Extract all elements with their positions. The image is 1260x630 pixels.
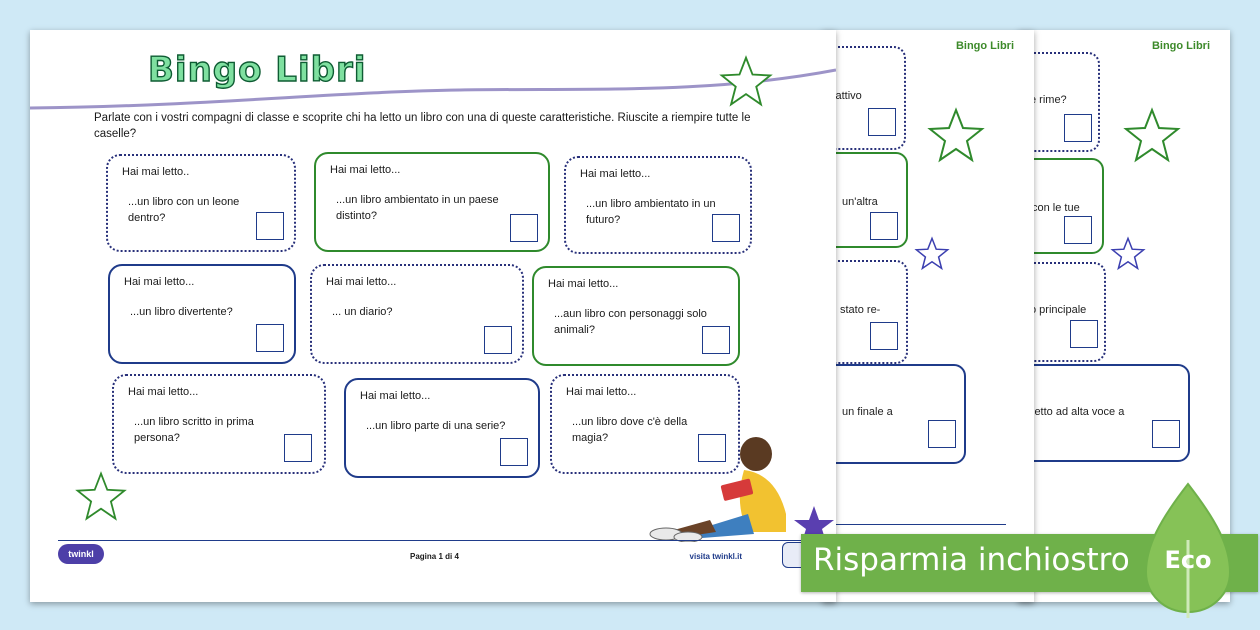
card-text: cattivo xyxy=(830,90,862,102)
page-number: Pagina 1 di 4 xyxy=(410,552,459,561)
card-question: Hai mai letto... xyxy=(548,278,619,290)
card-text: ...un libro dove c'è della magia? xyxy=(572,416,688,444)
eco-banner-text: Risparmia inchiostro xyxy=(813,542,1130,578)
star-icon xyxy=(719,55,773,107)
star-icon xyxy=(914,236,950,271)
bingo-card: un'altra xyxy=(822,152,908,248)
card-question: Hai mai letto... xyxy=(360,390,431,402)
checkbox[interactable] xyxy=(500,438,528,466)
checkbox[interactable] xyxy=(1152,420,1180,448)
footer-divider xyxy=(822,524,1006,525)
bingo-card: Hai mai letto... ...un libro ambientato … xyxy=(314,152,550,252)
checkbox[interactable] xyxy=(870,212,898,240)
footer-divider xyxy=(58,540,808,541)
leaf-icon xyxy=(1144,482,1232,618)
card-question: Hai mai letto... xyxy=(566,386,637,398)
card-question: Hai mai letto... xyxy=(326,276,397,288)
bingo-card: Hai mai letto... ...un libro ambientato … xyxy=(564,156,752,254)
card-question: Hai mai letto.. xyxy=(122,166,190,178)
card-question: Hai mai letto... xyxy=(128,386,199,398)
checkbox[interactable] xyxy=(484,326,512,354)
star-icon xyxy=(927,107,985,163)
checkbox[interactable] xyxy=(256,324,284,352)
checkbox[interactable] xyxy=(1064,216,1092,244)
eco-label: Eco xyxy=(1164,546,1212,574)
card-question: Hai mai letto... xyxy=(580,168,651,180)
bingo-card: Hai mai letto... ...un libro divertente? xyxy=(108,264,296,364)
checkbox[interactable] xyxy=(1070,320,1098,348)
bingo-card: letto ad alta voce a xyxy=(1018,364,1190,462)
page-title: Bingo Libri xyxy=(1151,40,1210,52)
bingo-card: Hai mai letto... ...un libro parte di un… xyxy=(344,378,540,478)
bingo-card: Hai mai letto... ... un diario? xyxy=(310,264,524,364)
card-text: stato re- xyxy=(840,304,881,316)
bingo-card: un finale a xyxy=(822,364,966,464)
checkbox[interactable] xyxy=(868,108,896,136)
checkbox[interactable] xyxy=(256,212,284,240)
star-icon xyxy=(1110,236,1146,271)
card-text: letto ad alta voce a xyxy=(1032,406,1125,418)
bingo-card: Hai mai letto... ...un libro scritto in … xyxy=(112,374,326,474)
card-question: Hai mai letto... xyxy=(124,276,195,288)
bingo-card: Hai mai letto... ...un libro dove c'è de… xyxy=(550,374,740,474)
checkbox[interactable] xyxy=(1064,114,1092,142)
checkbox[interactable] xyxy=(712,214,740,242)
checkbox[interactable] xyxy=(284,434,312,462)
bingo-card: cattivo xyxy=(822,46,906,150)
card-text: un'altra xyxy=(842,196,878,208)
bingo-card: Hai mai letto.. ...un libro con un leone… xyxy=(106,154,296,252)
card-text: ...aun libro con personaggi solo animali… xyxy=(554,308,707,336)
header-swoosh xyxy=(30,68,836,110)
page-title: Bingo Libri xyxy=(147,49,367,90)
website-link[interactable]: visita twinkl.it xyxy=(689,552,742,561)
card-text: ...un libro con un leone dentro? xyxy=(128,196,240,224)
card-text: ...un libro divertente? xyxy=(130,306,233,318)
card-text: o principale xyxy=(1030,304,1087,316)
worksheet-page-1: Bingo Libri Parlate con i vostri compagn… xyxy=(30,30,836,602)
card-text: ... un diario? xyxy=(332,306,393,318)
card-text: ...un libro scritto in prima persona? xyxy=(134,416,254,444)
star-icon xyxy=(1123,107,1181,163)
page-title: Bingo Libri xyxy=(955,40,1014,52)
card-text: ...un libro ambientato in un futuro? xyxy=(586,198,716,226)
card-text: ...un libro parte di una serie? xyxy=(366,420,506,432)
card-question: Hai mai letto... xyxy=(330,164,401,176)
instructions: Parlate con i vostri compagni di classe … xyxy=(94,112,751,140)
reading-child-illustration xyxy=(649,437,834,542)
card-text: e rime? xyxy=(1030,94,1067,106)
checkbox[interactable] xyxy=(928,420,956,448)
card-text: un finale a xyxy=(842,406,893,418)
bingo-card: stato re- xyxy=(822,260,908,364)
card-text: ...un libro ambientato in un paese disti… xyxy=(336,194,499,222)
checkbox[interactable] xyxy=(702,326,730,354)
checkbox[interactable] xyxy=(698,434,726,462)
checkbox[interactable] xyxy=(510,214,538,242)
card-text: con le tue xyxy=(1032,202,1080,214)
bingo-card: Hai mai letto... ...aun libro con person… xyxy=(532,266,740,366)
worksheet-page-2: Bingo Libri cattivo un'altra stato re- u… xyxy=(822,30,1034,602)
checkbox[interactable] xyxy=(870,322,898,350)
twinkl-logo[interactable]: twinkl xyxy=(58,544,104,564)
star-icon xyxy=(75,471,127,521)
